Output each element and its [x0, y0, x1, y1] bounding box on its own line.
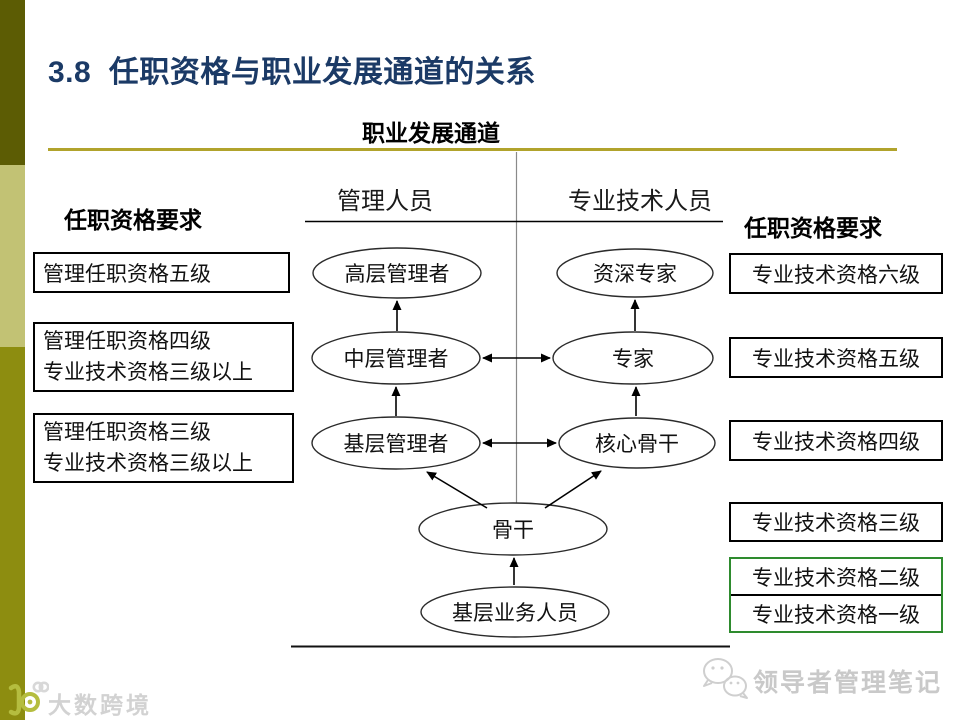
page-title: 3.8 任职资格与职业发展通道的关系 — [48, 56, 536, 89]
right-watermark-text: 领导者管理笔记 — [753, 669, 943, 697]
qualification-box-tech-2: 专业技术资格二级 — [731, 559, 941, 596]
left-watermark-text: 大数跨境 — [48, 692, 152, 718]
qualification-box-tech-5: 专业技术资格五级 — [729, 337, 943, 378]
side-bar-middle-segment — [0, 165, 25, 347]
right-requirements-header: 任职资格要求 — [744, 215, 882, 241]
qualification-box-line: 管理任职资格三级 — [43, 420, 211, 444]
qualification-box-mgmt-3: 管理任职资格三级 专业技术资格三级以上 — [33, 413, 294, 483]
node-ellipse-expert — [552, 331, 714, 385]
qualification-box-tech-1: 专业技术资格一级 — [752, 603, 920, 627]
qualification-box-mgmt-4: 管理任职资格四级 专业技术资格三级以上 — [33, 322, 294, 392]
qualification-box-mgmt-5: 管理任职资格五级 — [33, 252, 290, 293]
side-bar-bottom-segment — [0, 347, 25, 720]
node-ellipse-senior-expert — [556, 248, 714, 298]
side-bar-top-segment — [0, 0, 25, 165]
node-label-backbone: 骨干 — [492, 519, 534, 542]
arrow-backbone-to-core-backbone — [544, 470, 602, 509]
node-ellipse-senior-manager — [312, 247, 482, 299]
node-ellipse-base-manager — [311, 416, 481, 470]
column-header-professional: 专业技术人员 — [568, 188, 712, 215]
node-label-senior-manager: 高层管理者 — [344, 263, 450, 286]
qualification-box-line: 专业技术资格三级以上 — [43, 361, 253, 384]
qualification-box-tech-2-1-group: 专业技术资格二级 专业技术资格一级 — [729, 557, 943, 633]
node-ellipse-backbone — [418, 502, 608, 556]
accent-divider — [48, 148, 897, 151]
node-label-expert: 专家 — [612, 348, 654, 371]
node-label-senior-expert: 资深专家 — [593, 263, 677, 286]
node-label-entry-staff: 基层业务人员 — [452, 602, 578, 625]
qualification-box-line: 专业技术资格三级以上 — [43, 452, 253, 475]
qualification-box-tech-3: 专业技术资格三级 — [729, 502, 943, 542]
node-ellipse-entry-staff — [420, 586, 610, 638]
left-requirements-header: 任职资格要求 — [64, 207, 202, 233]
node-label-middle-manager: 中层管理者 — [343, 348, 449, 371]
qualification-box-line: 管理任职资格四级 — [43, 329, 211, 353]
qualification-box-tech-6: 专业技术资格六级 — [729, 253, 943, 294]
node-ellipse-core-backbone — [558, 417, 716, 469]
node-label-core-backbone: 核心骨干 — [595, 433, 679, 456]
arrow-backbone-to-base-manager — [426, 471, 488, 509]
qualification-box-tech-4: 专业技术资格四级 — [729, 420, 943, 461]
column-header-management: 管理人员 — [337, 188, 433, 215]
node-ellipse-middle-manager — [311, 331, 481, 385]
diagram-title: 职业发展通道 — [362, 120, 500, 146]
qualification-box-line: 管理任职资格五级 — [43, 262, 211, 286]
wechat-chat-bubbles-icon — [703, 658, 748, 699]
digits-100-logo-icon — [8, 681, 49, 716]
node-label-base-manager: 基层管理者 — [343, 433, 449, 456]
